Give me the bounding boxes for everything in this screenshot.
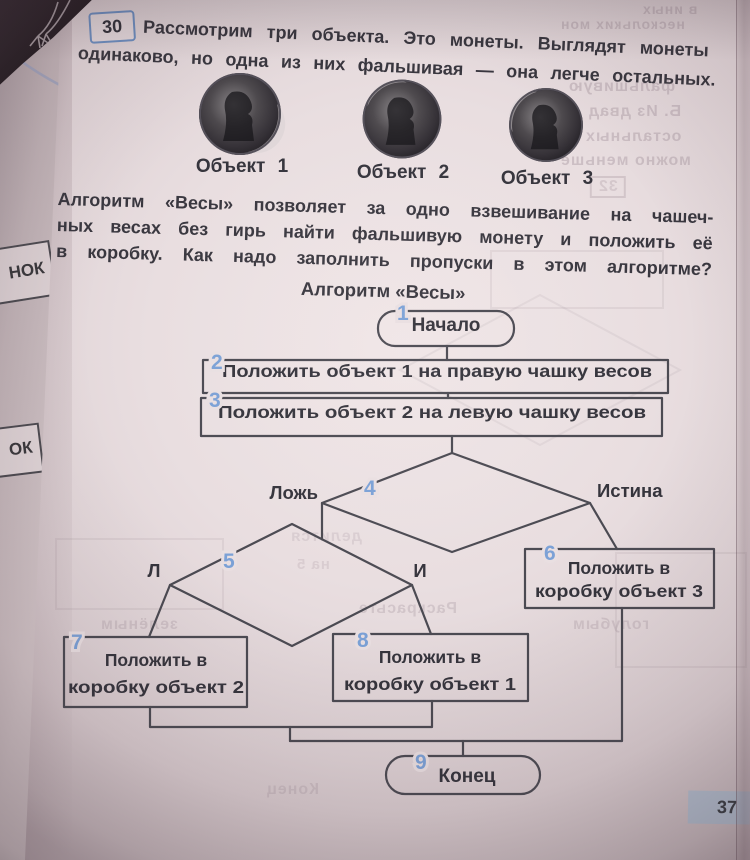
node-end-shape <box>384 754 542 796</box>
node-condition4-diamond <box>320 451 592 554</box>
node-end-label: Конец <box>439 766 496 787</box>
node-box8-label-line2: коробку объект 1 <box>344 674 516 694</box>
adjacent-fragment-bottom-text: ОК <box>7 437 34 460</box>
node-box7-label-line2: коробку объект 2 <box>68 677 244 697</box>
adjacent-fragment-top-text: НОК <box>7 258 46 283</box>
node-condition5-diamond <box>168 522 414 648</box>
node-box6-label-line2: коробку объект 3 <box>535 581 703 601</box>
condition5-true-label: И <box>413 560 426 581</box>
step-number-8: 8 <box>357 629 369 652</box>
step-number-5: 5 <box>223 550 235 573</box>
node-step3-label: Положить объект 2 на левую чашку весов <box>218 402 646 422</box>
page-number-badge: 37 <box>687 790 750 825</box>
node-step2-label: Положить объект 1 на правую чашку весов <box>222 361 652 381</box>
node-box7-shape <box>62 635 249 709</box>
node-step2-shape <box>201 358 670 395</box>
node-box8-label-line1: Положить в <box>379 647 482 667</box>
bleedthrough-shape <box>55 538 224 610</box>
node-box8-shape <box>331 632 530 703</box>
node-box6-shape <box>523 547 716 610</box>
bird-sketch <box>29 0 71 49</box>
node-box6-label-line1: Положить в <box>568 558 671 578</box>
step-number-4: 4 <box>364 477 376 500</box>
coin-object-2 <box>362 79 442 159</box>
coin-label-2: Объект 2 <box>357 162 449 183</box>
condition4-false-label: Ложь <box>269 482 318 503</box>
coin-object-3 <box>509 88 583 162</box>
node-start-label: Начало <box>412 315 481 336</box>
condition4-true-label: Истина <box>597 480 663 501</box>
step-number-1: 1 <box>397 302 409 325</box>
bleedthrough-shape <box>615 552 747 668</box>
step-number-3: 3 <box>209 389 221 412</box>
condition5-false-label: Л <box>148 560 161 581</box>
coin-label-1: Объект 1 <box>196 156 289 177</box>
coin-label-3: Объект 3 <box>501 168 593 189</box>
coin-object-1 <box>199 73 286 155</box>
step-number-9: 9 <box>415 751 427 774</box>
step-number-6: 6 <box>544 542 556 565</box>
node-step3-shape <box>199 396 664 438</box>
step-number-7: 7 <box>71 631 83 654</box>
bleedthrough-shape <box>490 250 664 309</box>
step-number-2: 2 <box>211 351 223 374</box>
node-box7-label-line1: Положить в <box>105 650 208 670</box>
